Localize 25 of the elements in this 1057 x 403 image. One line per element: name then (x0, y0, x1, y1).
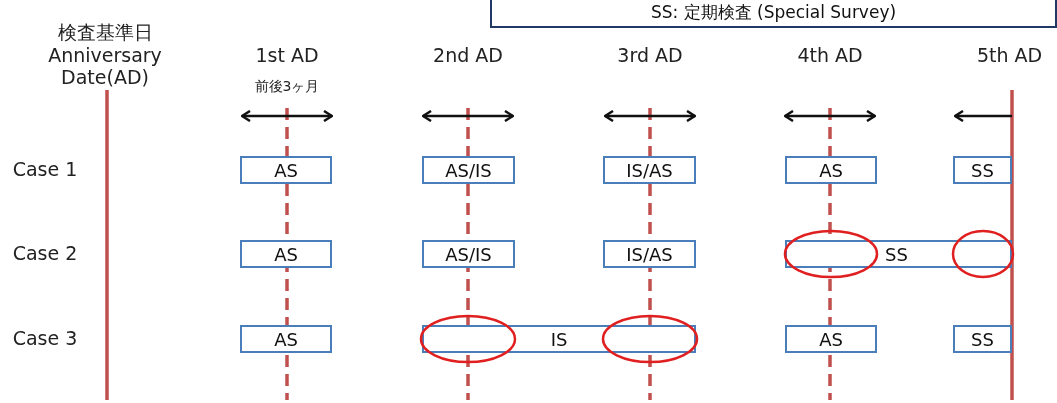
note-box: SS: 定期検査 (Special Survey) (490, 0, 1057, 28)
axis-heading: Anniversary Date(AD) (47, 44, 163, 88)
survey-box: IS (422, 325, 696, 353)
survey-box: IS/AS (603, 240, 696, 268)
survey-box: SS (953, 325, 1012, 353)
window-label: 前後3ヶ月 (253, 78, 321, 96)
axis-heading: 検査基準日 (56, 20, 154, 45)
survey-box: AS/IS (422, 240, 515, 268)
column-heading: 2nd AD (432, 44, 504, 66)
row-label: Case 3 (11, 327, 79, 349)
row-label: Case 1 (11, 158, 79, 180)
survey-box: AS/IS (422, 156, 515, 184)
survey-box: SS (953, 156, 1012, 184)
column-heading: 5th AD (975, 44, 1044, 66)
column-heading: 1st AD (254, 44, 320, 66)
row-label: Case 2 (11, 242, 79, 264)
column-heading: 4th AD (796, 44, 864, 66)
survey-box: AS (240, 156, 332, 184)
survey-box: SS (785, 240, 1012, 268)
survey-box: IS/AS (603, 156, 696, 184)
survey-box: AS (785, 325, 877, 353)
survey-box: AS (785, 156, 877, 184)
survey-box: AS (240, 240, 332, 268)
survey-box: AS (240, 325, 332, 353)
column-heading: 3rd AD (616, 44, 684, 66)
